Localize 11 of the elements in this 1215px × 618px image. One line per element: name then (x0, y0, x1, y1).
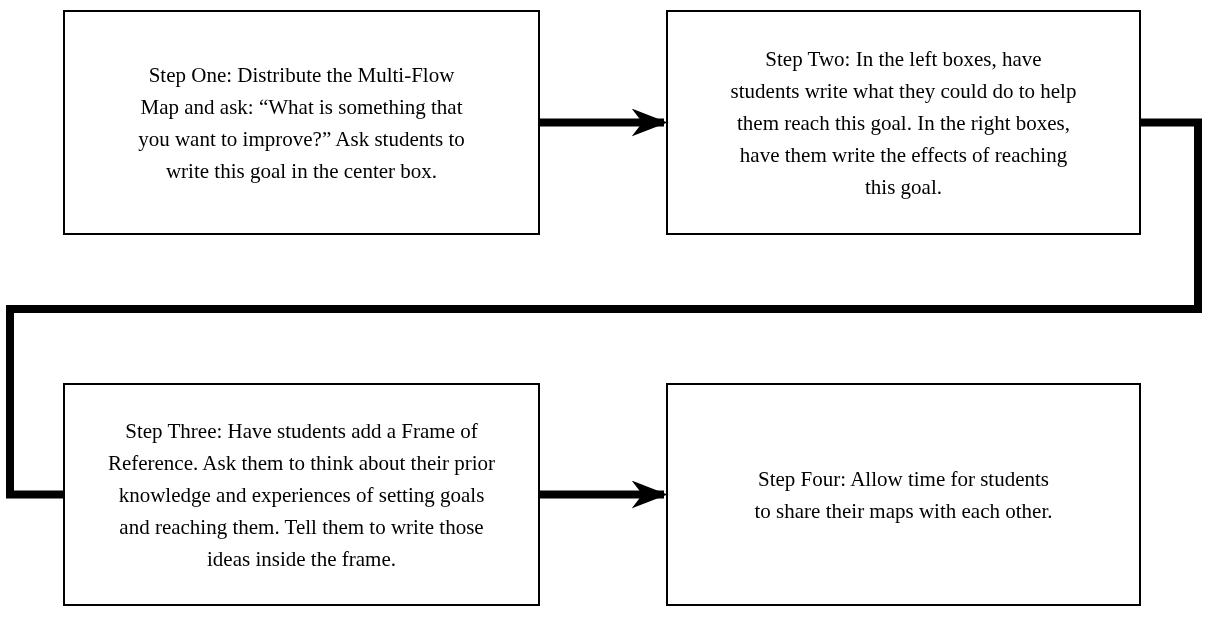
step-box (63, 10, 540, 235)
step-text: Step Two: In the left boxes, have students write what they could do to help them reach this goal. In the right boxes, have them write the effects of reaching this goal. (729, 45, 1078, 201)
step-box (666, 10, 1141, 235)
arrow (540, 108, 667, 137)
connector-line (6, 118, 1202, 499)
step-box (666, 383, 1141, 606)
step-box (63, 383, 540, 606)
step-text: Step One: Distribute the Multi-Flow Map and ask: “What is something that you want to improve?” Ask students to write this goal in the center box. (137, 61, 466, 185)
step-text: Step Four: Allow time for students to share their maps with each other. (753, 465, 1054, 525)
arrow (540, 480, 667, 509)
step-text: Step Three: Have students add a Frame of Reference. Ask them to think about their prior knowledge and experiences of setting goals and reaching them. Tell them to write those ideas inside the frame. (106, 417, 497, 573)
